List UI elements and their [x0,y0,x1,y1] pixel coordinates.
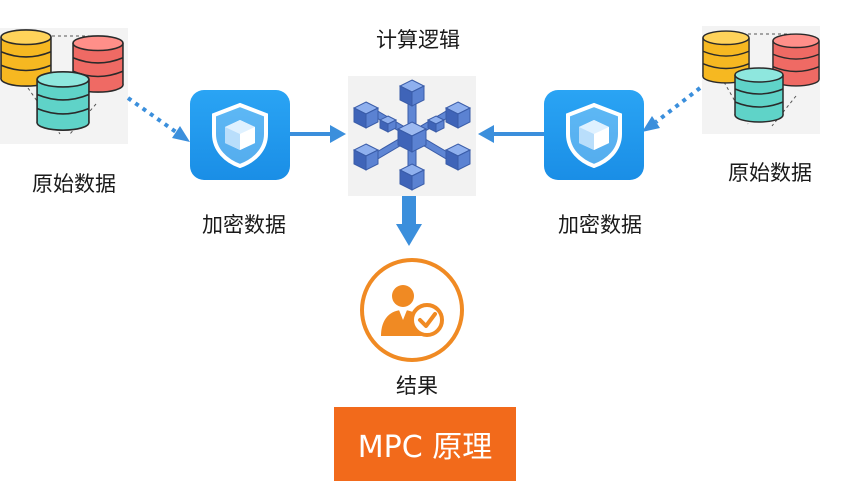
right-database-group [702,26,820,134]
shield-icon [564,102,624,168]
user-check-icon [381,285,444,337]
left-encrypted-data-label: 加密数据 [202,213,286,237]
arrow-compute-to-result [402,196,416,224]
right-encrypted-data-label: 加密数据 [558,213,642,237]
result-circle [360,258,464,362]
right-encrypted-box [544,90,644,180]
database-cylinders-icon [702,30,820,127]
diagram-title: MPC 原理 [334,407,516,481]
arrow-left-raw-to-encrypted [126,96,178,134]
result-label: 结果 [396,374,438,398]
shield-icon [210,102,270,168]
arrow-right-raw-to-encrypted [654,86,702,124]
left-database-group [0,28,128,144]
cube-network-icon [352,79,472,191]
database-cylinders-icon [0,29,124,135]
right-raw-data-label: 原始数据 [728,161,812,185]
left-encrypted-box [190,90,290,180]
left-raw-data-label: 原始数据 [32,172,116,196]
compute-logic-label: 计算逻辑 [376,28,460,52]
compute-box [348,76,476,196]
